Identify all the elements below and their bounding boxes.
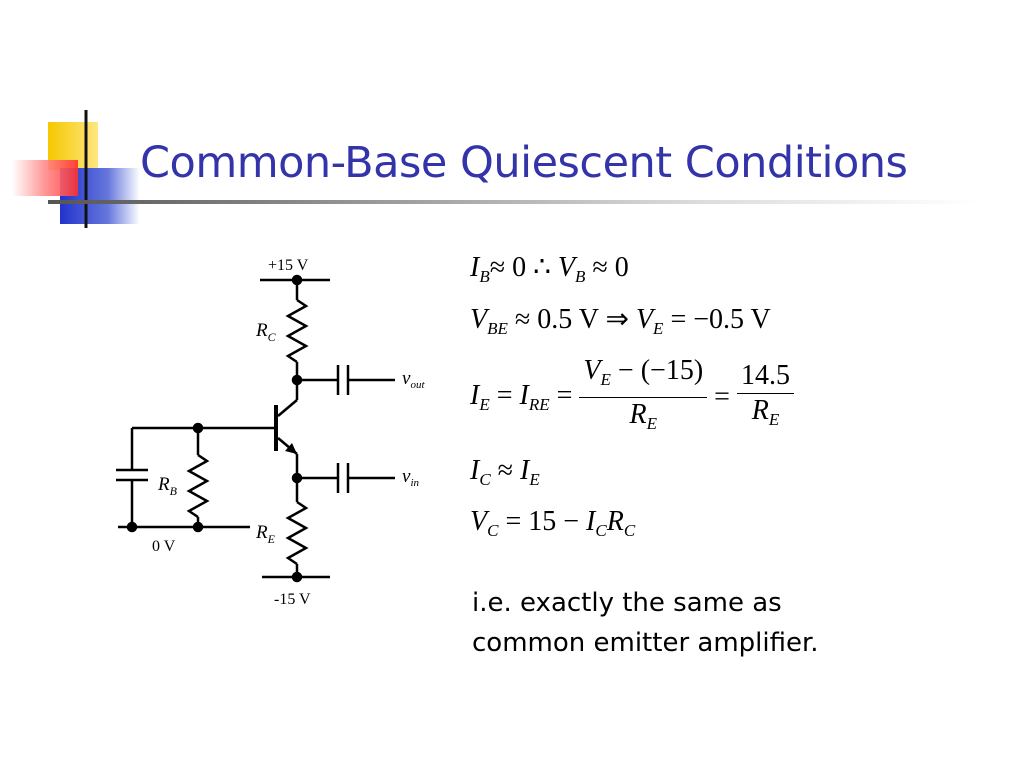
equation-collector-voltage: VC = 15 − ICRC <box>470 506 636 540</box>
rc-resistor <box>285 298 309 364</box>
equation-emitter-current: IE = IRE = VE − (−15) RE = 14.5 RE <box>470 354 794 441</box>
rc-label: RC <box>255 320 277 344</box>
emitter-arrow <box>285 443 297 454</box>
conclusion-note: i.e. exactly the same as common emitter … <box>472 583 819 663</box>
re-label: RE <box>255 522 276 546</box>
slide-title: Common-Base Quiescent Conditions <box>140 138 908 188</box>
vin-label: vin <box>402 466 419 489</box>
fraction-14-5-over-re: 14.5 RE <box>736 359 794 437</box>
re-resistor <box>285 500 309 566</box>
conclusion-line-2: common emitter amplifier. <box>472 628 819 658</box>
title-underline <box>48 200 978 204</box>
equation-base-current: IB≈ 0 ∴ VB ≈ 0 <box>470 252 629 286</box>
rb-resistor <box>186 453 210 519</box>
conclusion-line-1: i.e. exactly the same as <box>472 588 782 618</box>
common-base-circuit: +15 V RC vout RB vin RE 0 V -15 V <box>116 257 425 608</box>
equation-vbe: VBE ≈ 0.5 V ⇒ VE = −0.5 V <box>470 304 771 338</box>
fraction-ve-over-re: VE − (−15) RE <box>579 354 708 441</box>
supply-neg-label: -15 V <box>274 591 311 608</box>
supply-pos-label: +15 V <box>268 257 309 274</box>
vout-label: vout <box>402 368 425 391</box>
equation-collector-current: IC ≈ IE <box>470 455 540 489</box>
slide-logo-decoration <box>12 110 140 228</box>
neg-node <box>291 571 303 583</box>
transistor-collector <box>277 399 298 417</box>
ground-label: 0 V <box>152 538 176 555</box>
rb-label: RB <box>157 474 178 498</box>
